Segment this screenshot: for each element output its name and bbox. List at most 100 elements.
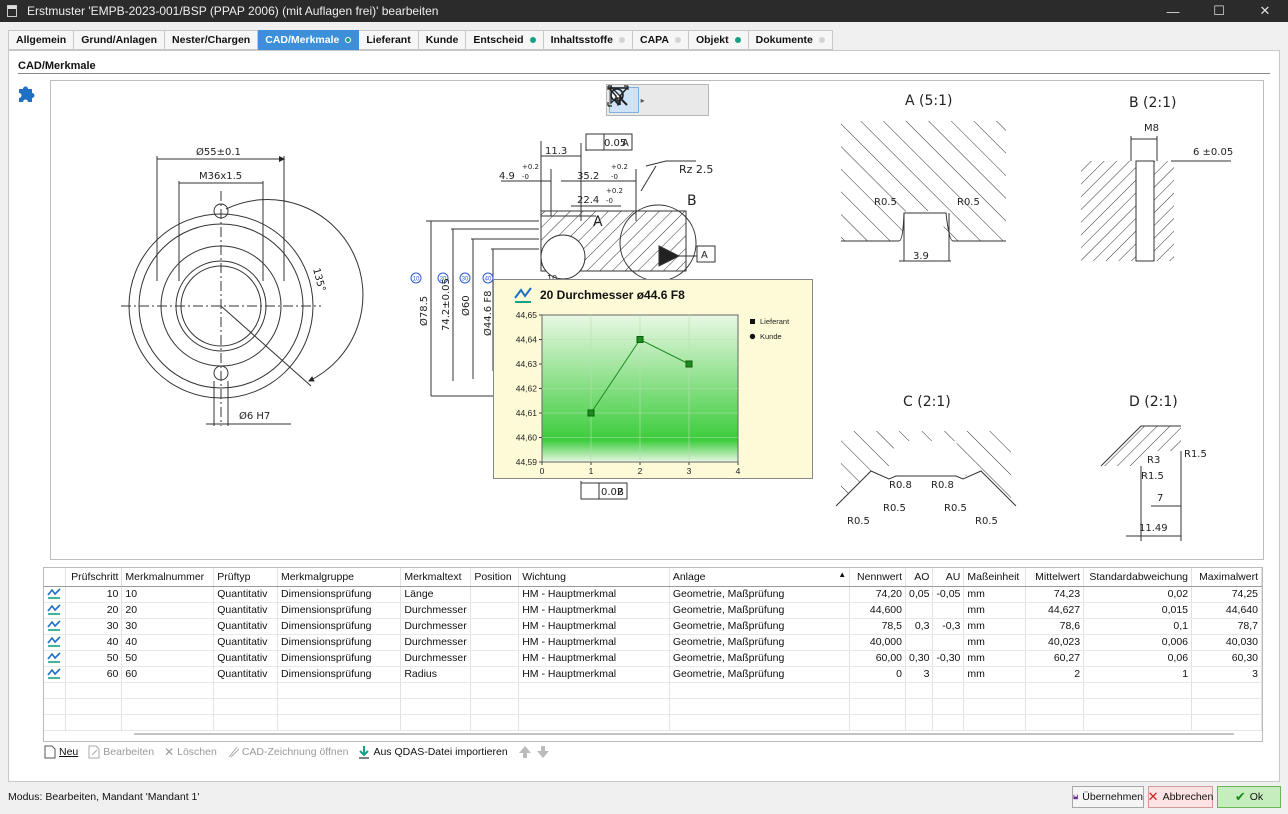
empty-cell [932, 698, 965, 715]
filter-button[interactable] [607, 87, 706, 113]
apply-button[interactable]: Übernehmen [1072, 786, 1144, 808]
empty-cell [905, 714, 934, 731]
table-cell: 78,5 [849, 618, 906, 635]
table-cell [470, 634, 520, 651]
tab-label: Objekt [695, 34, 729, 46]
column-header-position[interactable]: Position [470, 568, 520, 587]
chart-popup-title: 20 Durchmesser ø44.6 F8 [540, 288, 685, 302]
table-row[interactable] [44, 698, 1262, 715]
tol-frame-bottom-datum: B [617, 487, 624, 498]
import-qdas-button[interactable]: Aus QDAS-Datei importieren [358, 745, 508, 759]
cancel-button[interactable]: ✕ Abbrechen [1148, 786, 1213, 808]
new-document-icon [44, 745, 56, 759]
table-cell: 60 [65, 666, 123, 683]
column-header-ao[interactable]: AO [905, 568, 934, 587]
column-header-merkmalgruppe[interactable]: Merkmalgruppe [277, 568, 402, 587]
table-cell [470, 650, 520, 667]
tab-capa[interactable]: CAPA [632, 30, 689, 50]
table-cell: Dimensionsprüfung [277, 666, 402, 683]
tab-status-dot [618, 37, 625, 43]
tab-kunde[interactable]: Kunde [418, 30, 467, 50]
ok-button[interactable]: ✔ Ok [1217, 786, 1281, 808]
balloon-20[interactable] [437, 272, 449, 284]
open-cad-button[interactable]: CAD-Zeichnung öffnen [227, 745, 348, 759]
tab-dokumente[interactable]: Dokumente [748, 30, 833, 50]
tol-plus-2: +0.2 [611, 163, 628, 171]
table-cell: 60,30 [1191, 650, 1262, 667]
column-header-maximalwert[interactable]: Maximalwert [1191, 568, 1262, 587]
balloon-10[interactable] [410, 272, 422, 284]
balloon-40[interactable] [482, 272, 494, 284]
import-icon [359, 746, 370, 759]
table-cell: 74,20 [849, 586, 906, 603]
y-tick-label: 44,61 [516, 408, 538, 418]
table-cell: 40,000 [849, 634, 906, 651]
column-header-au[interactable]: AU [932, 568, 965, 587]
maximize-button[interactable]: ☐ [1213, 3, 1225, 18]
table-cell: 40 [65, 634, 123, 651]
table-cell: 0,1 [1083, 618, 1193, 635]
delete-button[interactable]: ✕ Löschen [164, 745, 217, 759]
tab-inhaltsstoffe[interactable]: Inhaltsstoffe [543, 30, 633, 50]
tab-nester-chargen[interactable]: Nester/Chargen [165, 30, 259, 50]
tab-allgemein[interactable]: Allgemein [8, 30, 75, 50]
tab-lieferant[interactable]: Lieferant [359, 30, 419, 50]
table-cell: 0,3 [905, 618, 934, 635]
horizontal-scrollbar[interactable] [134, 733, 1234, 735]
table-cell: 10 [65, 586, 123, 603]
column-header-wichtung[interactable]: Wichtung [518, 568, 670, 587]
zoom-button[interactable] [607, 85, 677, 113]
x-tick-label: 2 [638, 466, 643, 476]
column-header-maßeinheit[interactable]: Maßeinheit [963, 568, 1027, 587]
detail-b-callout: B [687, 193, 697, 209]
tab-entscheid[interactable]: Entscheid [466, 30, 544, 50]
y-tick-label: 44,63 [516, 359, 538, 369]
table-cell: 60 [121, 666, 215, 683]
empty-cell [121, 714, 215, 731]
column-header-standardabweichung[interactable]: Standardabweichung [1083, 568, 1193, 587]
tol-plus-3: +0.2 [606, 187, 623, 195]
x-tick-label: 1 [589, 466, 594, 476]
tab-objekt[interactable]: Objekt [688, 30, 749, 50]
column-header-prüftyp[interactable]: Prüftyp [213, 568, 279, 587]
balloon-30[interactable] [459, 272, 471, 284]
column-header-nennwert[interactable]: Nennwert [849, 568, 906, 587]
table-row[interactable] [44, 714, 1262, 731]
close-button[interactable]: ✕ [1259, 3, 1271, 18]
move-down-button[interactable] [536, 745, 550, 759]
empty-cell [1083, 682, 1193, 699]
column-header-icon[interactable] [44, 568, 67, 587]
splitter-handle[interactable]: ⋯⋯⋯ [651, 555, 675, 560]
empty-cell [44, 682, 67, 699]
move-up-button[interactable] [518, 745, 532, 759]
edit-button[interactable]: Bearbeiten [88, 745, 154, 759]
column-header-prüfschritt[interactable]: Prüfschritt [65, 568, 123, 587]
empty-cell [400, 714, 472, 731]
tab-grund-anlagen[interactable]: Grund/Anlagen [74, 30, 166, 50]
puzzle-icon[interactable] [16, 82, 38, 104]
cursor-dropdown-arrow[interactable]: ▸ [640, 95, 645, 105]
column-header-merkmaltext[interactable]: Merkmaltext [400, 568, 472, 587]
new-button[interactable]: Neu [44, 745, 78, 759]
column-header-mittelwert[interactable]: Mittelwert [1025, 568, 1085, 587]
left-splitter-handle[interactable]: ⋯⋯ [50, 317, 54, 333]
column-header-anlage[interactable]: Anlage▲ [669, 568, 851, 587]
zoom-icon [607, 85, 629, 107]
tab-cad-merkmale[interactable]: CAD/Merkmale [258, 30, 360, 50]
column-header-merkmalnummer[interactable]: Merkmalnummer [121, 568, 215, 587]
detail-d-r3: R1.5 [1141, 471, 1164, 482]
empty-cell [905, 698, 934, 715]
drawing-toolbar: ▸ [606, 84, 709, 116]
minimize-button[interactable]: — [1166, 3, 1180, 19]
table-cell: 3 [905, 666, 934, 683]
table-row[interactable] [44, 682, 1262, 699]
